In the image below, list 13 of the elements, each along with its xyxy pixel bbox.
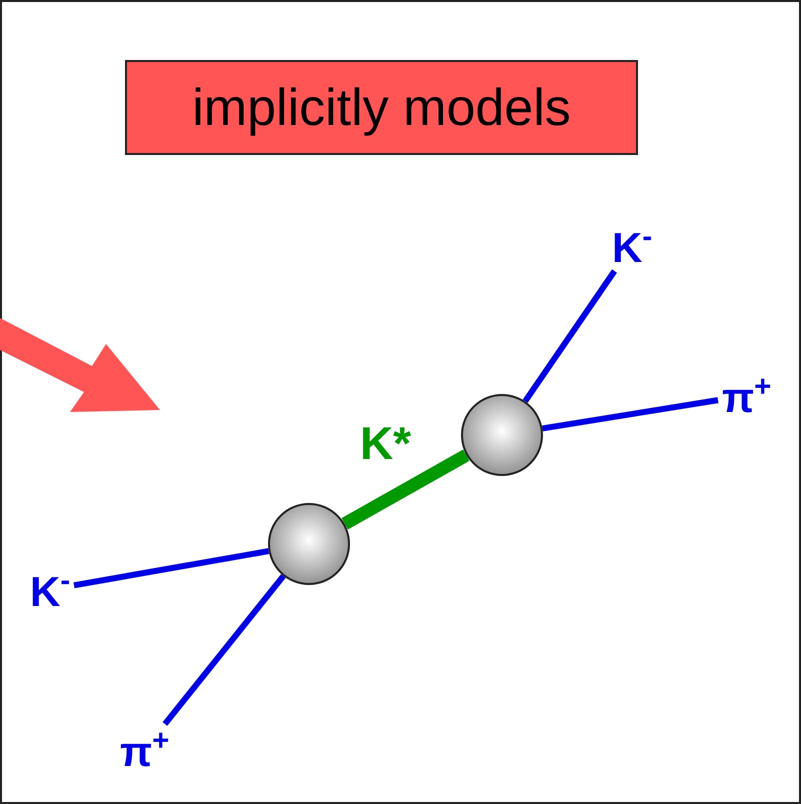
particle-label: K$^{-}$ (612, 222, 652, 270)
particle-label: π$^{+}$ (120, 726, 170, 774)
particle-track (73, 548, 270, 588)
particle-label: K$^{-}$ (30, 566, 70, 614)
particle-track (522, 269, 617, 403)
vertex-ball (461, 394, 543, 476)
particle-track (542, 397, 718, 432)
vertex-ball (268, 503, 350, 585)
title-box: implicitly models (125, 60, 638, 155)
propagator-line (342, 450, 470, 530)
edge-label: K* (360, 420, 412, 466)
particle-label: π$^{+}$ (722, 372, 772, 420)
particle-track (162, 574, 286, 726)
